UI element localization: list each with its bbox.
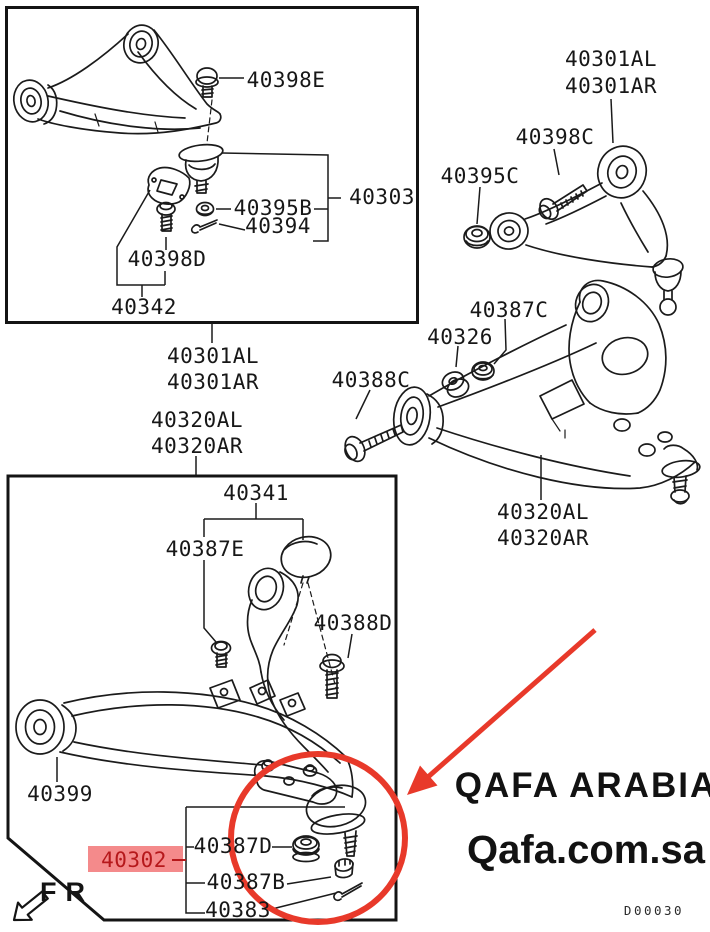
- part-label-40303: 40303: [349, 185, 415, 209]
- leader-lines-top-right: [476, 98, 614, 225]
- bushing-icon: [574, 283, 610, 323]
- part-label-40326: 40326: [427, 325, 493, 349]
- part-label-40383: 40383: [205, 898, 271, 922]
- part-label-40398d: 40398D: [128, 247, 207, 271]
- bushing-icon: [15, 699, 77, 755]
- upper-arm-detail-box: [5, 6, 419, 324]
- flange-bolt-icon: [344, 424, 404, 463]
- part-label-40301ar-right: 40301AR: [565, 74, 657, 98]
- arrow-annotation-head: [407, 765, 438, 795]
- ball-joint-icon: [652, 257, 684, 316]
- branding-block: QAFA ARABIA Qafa.com.sa D00030: [455, 766, 710, 918]
- front-direction-arrow-icon: [12, 890, 49, 922]
- part-label-40320ar-right: 40320AR: [497, 526, 589, 550]
- lower-control-arm-right-illustration: [344, 279, 701, 505]
- hex-nut-icon: [195, 201, 215, 217]
- part-label-40341: 40341: [223, 481, 289, 505]
- part-label-40387c: 40387C: [470, 298, 549, 322]
- flange-nut-icon: [292, 835, 320, 863]
- brand-website: Qafa.com.sa: [467, 828, 706, 872]
- part-label-40301al-right: 40301AL: [565, 47, 657, 71]
- red-annotations: [228, 628, 597, 925]
- part-label-40388c: 40388C: [332, 368, 411, 392]
- bushing-icon: [123, 24, 159, 64]
- part-label-40387d: 40387D: [194, 834, 273, 858]
- part-label-40320al-right: 40320AL: [497, 500, 589, 524]
- part-labels: 40398E 40303 40395B 40394 40398D 40342 4…: [27, 47, 657, 922]
- bushing-icon: [392, 386, 444, 446]
- ball-joint-icon: [661, 444, 701, 505]
- flange-bolt-icon: [319, 653, 345, 699]
- bushing-icon: [12, 79, 58, 125]
- highlighted-part-background: [88, 846, 183, 872]
- dust-cap-icon: [280, 535, 332, 584]
- arrow-annotation-line: [426, 628, 597, 779]
- knuckle-bracket-icon: [246, 567, 329, 773]
- part-label-40395b: 40395B: [234, 196, 313, 220]
- flange-nut-icon: [613, 418, 673, 457]
- diagram-code: D00030: [624, 903, 684, 918]
- flange-bolt-icon: [210, 640, 232, 668]
- leader-lines-mid-right: [355, 318, 542, 500]
- leader-lines-upper-box: [116, 77, 341, 343]
- part-label-40387e: 40387E: [166, 537, 245, 561]
- lower-arm-detail-box: [6, 474, 398, 922]
- flange-bolt-icon: [195, 67, 219, 98]
- castle-nut-icon: [334, 858, 354, 879]
- brand-company-name: QAFA ARABIA: [455, 766, 710, 805]
- upper-control-arm-illustration: [12, 24, 224, 234]
- part-label-40398c: 40398C: [516, 125, 595, 149]
- part-label-40399: 40399: [27, 782, 93, 806]
- part-label-40320ar: 40320AR: [151, 434, 243, 458]
- stud-bolt-icon: [156, 201, 176, 232]
- highlight-circle-annotation: [228, 751, 408, 925]
- part-label-40320al: 40320AL: [151, 408, 243, 432]
- flange-bolt-icon: [538, 184, 588, 221]
- cotter-pin-icon: [333, 882, 363, 902]
- leader-lines-bottom-box: [56, 503, 353, 914]
- ball-joint-icon: [178, 143, 224, 194]
- cotter-pin-icon: [190, 219, 218, 234]
- part-label-40342: 40342: [111, 295, 177, 319]
- part-label-40301ar: 40301AR: [167, 370, 259, 394]
- part-label-40302-highlighted: 40302: [101, 848, 167, 872]
- part-label-40387b: 40387B: [207, 870, 286, 894]
- part-label-40388d: 40388D: [314, 611, 393, 635]
- part-label-40398e: 40398E: [247, 68, 326, 92]
- part-label-40395c: 40395C: [441, 164, 520, 188]
- gasket-icon: [147, 166, 191, 205]
- part-label-40394: 40394: [245, 214, 311, 238]
- hex-nut-icon: [463, 225, 491, 249]
- part-label-40301al: 40301AL: [167, 344, 259, 368]
- front-direction-label: FR: [40, 877, 94, 907]
- upper-control-arm-right-illustration: [463, 145, 684, 316]
- bushing-icon: [489, 212, 529, 250]
- bushing-icon: [596, 145, 648, 199]
